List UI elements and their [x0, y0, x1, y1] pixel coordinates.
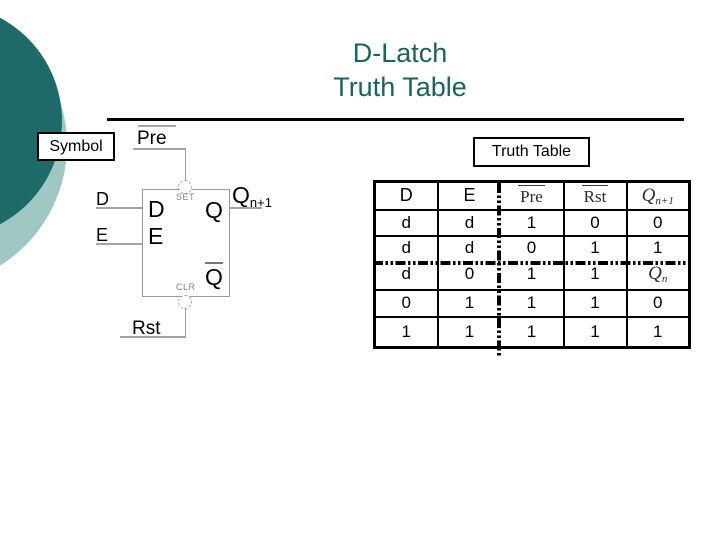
e-pin-label: E [148, 223, 164, 249]
table-cell: 1 [436, 315, 502, 349]
table-cell: 1 [562, 234, 628, 261]
q-subscript: n+1 [655, 194, 674, 207]
table-cell: 0 [500, 234, 565, 261]
table-cell: 1 [562, 288, 628, 318]
table-cell: Qn+1 [625, 180, 691, 211]
overline-word: Pre [518, 184, 545, 206]
e-input-label: E [96, 225, 109, 245]
table-cell: D [373, 180, 439, 211]
q-output-letter: Q [232, 182, 250, 208]
truth-table-section-text: Truth Table [491, 143, 572, 160]
rst-label: Rst [132, 318, 161, 339]
table-cell: 1 [625, 315, 691, 349]
table-cell: d [373, 208, 439, 237]
table-cell: 1 [625, 234, 691, 261]
clr-bubble [178, 295, 192, 309]
q-output-wire [230, 207, 262, 209]
table-cell: 0 [373, 288, 439, 318]
table-cell: Pre [500, 180, 565, 211]
table-vertical-dashed-divider [497, 183, 501, 358]
d-input-wire [96, 207, 142, 209]
pre-wire-horizontal [133, 148, 186, 150]
set-bubble [178, 180, 192, 194]
d-pin-label: D [148, 196, 165, 222]
table-cell: 0 [625, 208, 691, 237]
overline-word: Rst [581, 184, 609, 206]
table-cell: d [373, 234, 439, 261]
truth-table-section-label: Truth Table [473, 137, 590, 167]
table-cell: 1 [500, 208, 565, 237]
q-pin-label: Q [205, 197, 223, 223]
page-title: D-Latch Truth Table [140, 36, 660, 104]
q-subscript: n [661, 273, 668, 285]
qbar-overline [205, 262, 223, 264]
table-cell: 1 [373, 315, 439, 349]
table-cell: 1 [562, 315, 628, 349]
e-input-wire [96, 243, 142, 245]
table-cell: 0 [562, 208, 628, 237]
table-cell: 0 [625, 288, 691, 318]
table-cell: Rst [562, 180, 628, 211]
symbol-section-label: Symbol [37, 132, 115, 161]
symbol-section-text: Symbol [49, 137, 103, 155]
title-divider [107, 118, 684, 121]
rst-wire-vertical [184, 308, 186, 337]
table-cell: d [436, 234, 502, 261]
title-line-1: D-Latch [352, 38, 448, 68]
table-cell: 1 [436, 288, 502, 318]
qbar-pin-label: Q [205, 264, 223, 290]
clr-pin-label: CLR [176, 282, 196, 292]
q-output-subscript: n+1 [249, 195, 272, 210]
pre-label: Pre [137, 128, 167, 149]
table-cell: E [436, 180, 502, 211]
table-cell: 1 [500, 315, 565, 349]
pre-wire-vertical [184, 149, 186, 180]
rst-wire-horizontal [120, 336, 186, 338]
title-line-2: Truth Table [333, 72, 467, 102]
pre-overline [138, 125, 176, 127]
d-input-label: D [96, 189, 109, 209]
set-pin-label: SET [176, 192, 196, 202]
q-symbol: Qn+1 [641, 184, 674, 207]
q-output-label: Qn+1 [232, 182, 272, 210]
table-cell: 1 [500, 288, 565, 318]
table-cell: d [436, 208, 502, 237]
q-symbol: Qn [648, 263, 668, 285]
table-horizontal-dashed-divider [373, 261, 691, 265]
